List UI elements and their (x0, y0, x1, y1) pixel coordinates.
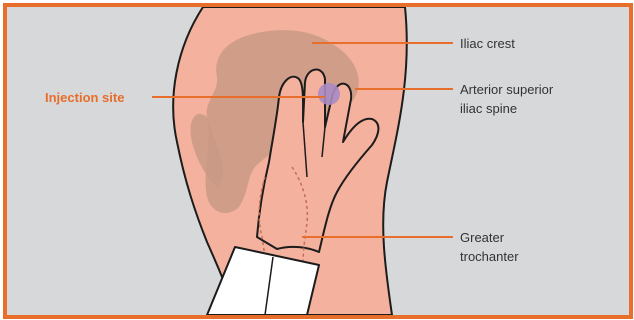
label-asis-line1: Arterior superior (460, 82, 554, 97)
injection-site-dot (318, 83, 340, 105)
label-injection-site: Injection site (45, 90, 124, 105)
hip-injection-diagram: Injection site Iliac crest Arterior supe… (7, 7, 629, 315)
label-asis-line2: iliac spine (460, 101, 517, 116)
diagram-frame: Injection site Iliac crest Arterior supe… (3, 3, 633, 319)
label-greater-trochanter-line2: trochanter (460, 249, 519, 264)
label-iliac-crest: Iliac crest (460, 36, 515, 51)
label-greater-trochanter-line1: Greater (460, 230, 505, 245)
